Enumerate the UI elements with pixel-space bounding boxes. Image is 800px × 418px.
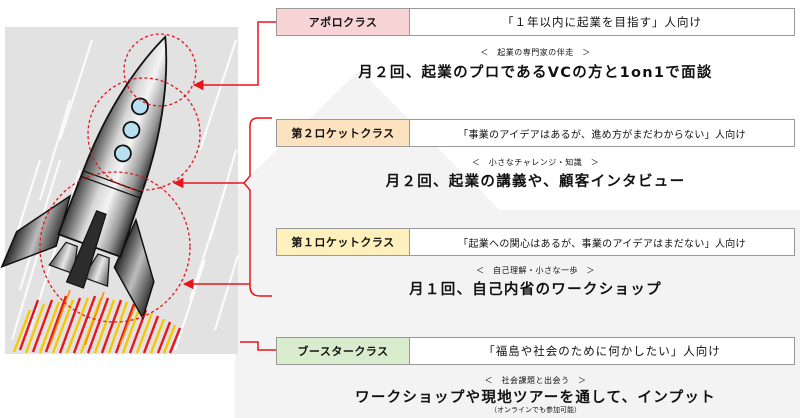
- first-rocket-connector: [249, 244, 272, 297]
- booster-class-name: ブースタークラス: [277, 338, 410, 364]
- apollo-highlight-circle: [123, 33, 197, 107]
- apollo-class-subtitle: ＜ 起業の専門家の伴走 ＞: [480, 48, 591, 57]
- booster-class-note: （オンラインでも参加可能）: [490, 406, 581, 414]
- apollo-class-description: 月２回、起業のプロであるVCの方と1on1で面談: [358, 65, 713, 81]
- second-rocket-class-name: 第２ロケットクラス: [277, 120, 410, 146]
- first-rocket-class-subtitle: ＜ 自己理解・小さな一歩 ＞: [476, 266, 595, 275]
- second-rocket-class-subtitle: ＜ 小さなチャレンジ・知識 ＞: [471, 158, 600, 167]
- second-rocket-class-target: 「事業のアイデアはあるが、進め方がまだわからない」人向け: [458, 129, 746, 141]
- second-rocket-connector: [243, 117, 272, 244]
- booster-class-target: 「福島や社会のために何かしたい」人向け: [483, 344, 721, 358]
- booster-connector: [240, 341, 276, 351]
- second-rocket-highlight-circle: [87, 77, 201, 191]
- first-rocket-class-target: 「起業への関心はあるが、事業のアイデアはまだない」人向け: [458, 238, 746, 250]
- booster-class-description: ワークショップや現地ツアーを通して、インプット: [355, 390, 716, 406]
- apollo-class-name: アポロクラス: [277, 9, 410, 35]
- first-rocket-class-box: 第１ロケットクラス 「起業への関心はあるが、事業のアイデアはまだない」人向け: [276, 228, 795, 256]
- booster-class-subtitle: ＜ 社会課題と出会う ＞: [484, 376, 587, 385]
- apollo-class-target: 「１年以内に起業を目指す」人向け: [502, 15, 702, 29]
- apollo-class-box: アポロクラス 「１年以内に起業を目指す」人向け: [276, 8, 795, 36]
- apollo-connector: [192, 21, 276, 91]
- first-rocket-class-description: 月１回、自己内省のワークショップ: [409, 282, 662, 298]
- second-rocket-class-description: 月２回、起業の講義や、顧客インタビュー: [385, 174, 686, 190]
- booster-class-box: ブースタークラス 「福島や社会のために何かしたい」人向け: [276, 337, 795, 365]
- second-rocket-class-box: 第２ロケットクラス 「事業のアイデアはあるが、進め方がまだわからない」人向け: [276, 119, 795, 147]
- first-rocket-class-name: 第１ロケットクラス: [277, 229, 410, 255]
- first-rocket-highlight-circle: [39, 171, 191, 323]
- rocket-body-group: [0, 34, 168, 321]
